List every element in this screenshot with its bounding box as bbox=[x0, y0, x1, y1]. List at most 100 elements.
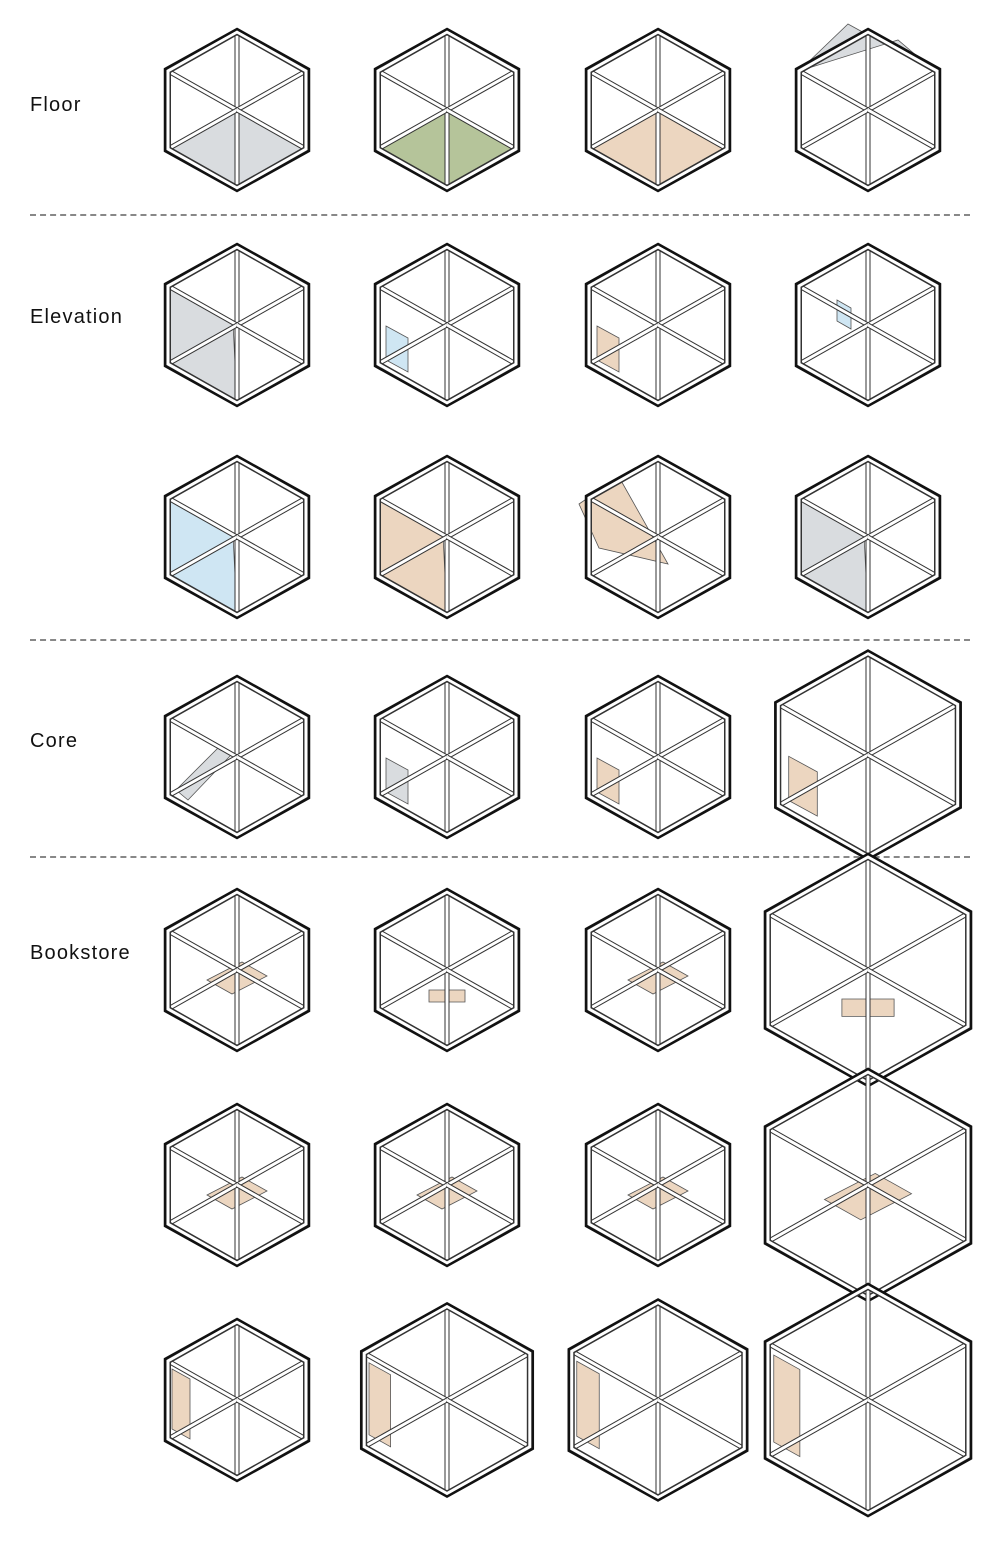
frame-edge-inner bbox=[657, 1144, 728, 1187]
frame-edge-inner bbox=[588, 284, 659, 327]
section-label-core: Core bbox=[30, 730, 79, 752]
cube-elevation-7 bbox=[584, 242, 732, 408]
frame-edge-inner bbox=[657, 929, 728, 972]
frame-edge-inner bbox=[798, 535, 869, 578]
cube-silhouette bbox=[373, 242, 521, 408]
cube-outline-inner bbox=[797, 457, 939, 617]
frame-edge-inner bbox=[657, 69, 728, 112]
cube-outline-inner bbox=[766, 1285, 970, 1515]
frame-edge-inner bbox=[657, 755, 728, 798]
frame-edge-inner bbox=[657, 716, 728, 759]
cube-bookstore-27 bbox=[567, 1298, 749, 1502]
frame-edge-inner bbox=[446, 496, 517, 539]
frame-edge-inner bbox=[446, 968, 517, 1011]
frame-edge-inner bbox=[767, 968, 869, 1028]
frame-edge-inner bbox=[657, 1398, 745, 1451]
cube-floor-2 bbox=[373, 27, 521, 193]
frame-edge-inner bbox=[867, 323, 938, 366]
frame-edge-inner bbox=[767, 1127, 869, 1187]
frame-edge-inner bbox=[657, 535, 728, 578]
cube-elevation-10 bbox=[373, 454, 521, 620]
cube-outline-inner bbox=[376, 245, 518, 405]
frame-edge-inner bbox=[167, 716, 238, 759]
cube-outline-inner bbox=[570, 1300, 746, 1500]
frame-edge-inner bbox=[377, 69, 448, 112]
section-label-floor: Floor bbox=[30, 94, 82, 116]
cube-bookstore-24 bbox=[763, 1067, 973, 1303]
frame-edge-inner bbox=[588, 755, 659, 798]
cube-silhouette bbox=[373, 27, 521, 193]
cube-outline-inner bbox=[587, 1105, 729, 1265]
frame-edge-inner bbox=[588, 1144, 659, 1187]
cube-silhouette bbox=[373, 674, 521, 840]
cube-bookstore-18 bbox=[373, 887, 521, 1053]
cube-silhouette bbox=[794, 27, 942, 193]
frame-edge-inner bbox=[236, 1144, 307, 1187]
cube-silhouette bbox=[373, 1102, 521, 1268]
cube-floor-1 bbox=[163, 27, 311, 193]
frame-edge-inner bbox=[867, 912, 969, 972]
cube-core-13 bbox=[163, 674, 311, 840]
cube-silhouette bbox=[163, 674, 311, 840]
frame-edge-inner bbox=[446, 284, 517, 327]
frame-edge-inner bbox=[798, 108, 869, 151]
door-surface bbox=[596, 325, 620, 373]
frame-edge-inner bbox=[236, 755, 307, 798]
frame-edge-inner bbox=[236, 496, 307, 539]
divider-core-bookstore bbox=[30, 856, 970, 858]
frame-edge-inner bbox=[867, 1398, 969, 1458]
cube-silhouette bbox=[373, 887, 521, 1053]
cube-outline-inner bbox=[376, 890, 518, 1050]
cube-outline-inner bbox=[166, 245, 308, 405]
cube-silhouette bbox=[163, 242, 311, 408]
cube-bookstore-20 bbox=[763, 852, 973, 1088]
cube-bookstore-23 bbox=[584, 1102, 732, 1268]
frame-edge-inner bbox=[167, 1183, 238, 1226]
frame-edge-inner bbox=[236, 108, 307, 151]
frame-edge-inner bbox=[446, 323, 517, 366]
cube-elevation-5 bbox=[163, 242, 311, 408]
cube-outline-inner bbox=[166, 1320, 308, 1480]
cube-silhouette bbox=[794, 242, 942, 408]
frame-edge-inner bbox=[377, 1183, 448, 1226]
cube-core-14 bbox=[373, 674, 521, 840]
frame-edge-inner bbox=[167, 1144, 238, 1187]
frame-edge-inner bbox=[236, 716, 307, 759]
frame-edge-inner bbox=[777, 702, 869, 757]
frame-edge-inner bbox=[446, 755, 517, 798]
frame-edge-inner bbox=[657, 284, 728, 327]
door-surface bbox=[385, 757, 409, 805]
cube-silhouette bbox=[584, 242, 732, 408]
frame-edge-inner bbox=[588, 716, 659, 759]
frame-edge-inner bbox=[588, 535, 659, 578]
frame-edge-inner bbox=[657, 1183, 728, 1226]
door-surface bbox=[596, 757, 620, 805]
cube-bookstore-19 bbox=[584, 887, 732, 1053]
cube-silhouette bbox=[584, 887, 732, 1053]
frame-edge-inner bbox=[167, 323, 238, 366]
cube-outline-inner bbox=[376, 457, 518, 617]
cube-outline-inner bbox=[797, 30, 939, 190]
frame-edge-inner bbox=[867, 496, 938, 539]
frame-edge-inner bbox=[798, 69, 869, 112]
frame-edge-inner bbox=[236, 1183, 307, 1226]
frame-edge-inner bbox=[588, 968, 659, 1011]
cube-silhouette bbox=[163, 454, 311, 620]
frame-edge-inner bbox=[377, 284, 448, 327]
frame-edge-inner bbox=[588, 69, 659, 112]
frame-edge-inner bbox=[236, 968, 307, 1011]
frame-edge-inner bbox=[236, 1398, 307, 1441]
section-label-elevation: Elevation bbox=[30, 306, 124, 328]
cube-bookstore-25 bbox=[163, 1317, 311, 1483]
cube-silhouette bbox=[584, 674, 732, 840]
frame-edge-inner bbox=[377, 535, 448, 578]
cube-outline-inner bbox=[376, 677, 518, 837]
door-surface bbox=[788, 755, 818, 817]
panel-surface bbox=[578, 476, 669, 565]
frame-edge-inner bbox=[777, 753, 869, 808]
frame-edge-inner bbox=[363, 1351, 448, 1402]
cube-floor-3 bbox=[584, 27, 732, 193]
frame-edge-inner bbox=[167, 968, 238, 1011]
cube-outline-inner bbox=[166, 890, 308, 1050]
